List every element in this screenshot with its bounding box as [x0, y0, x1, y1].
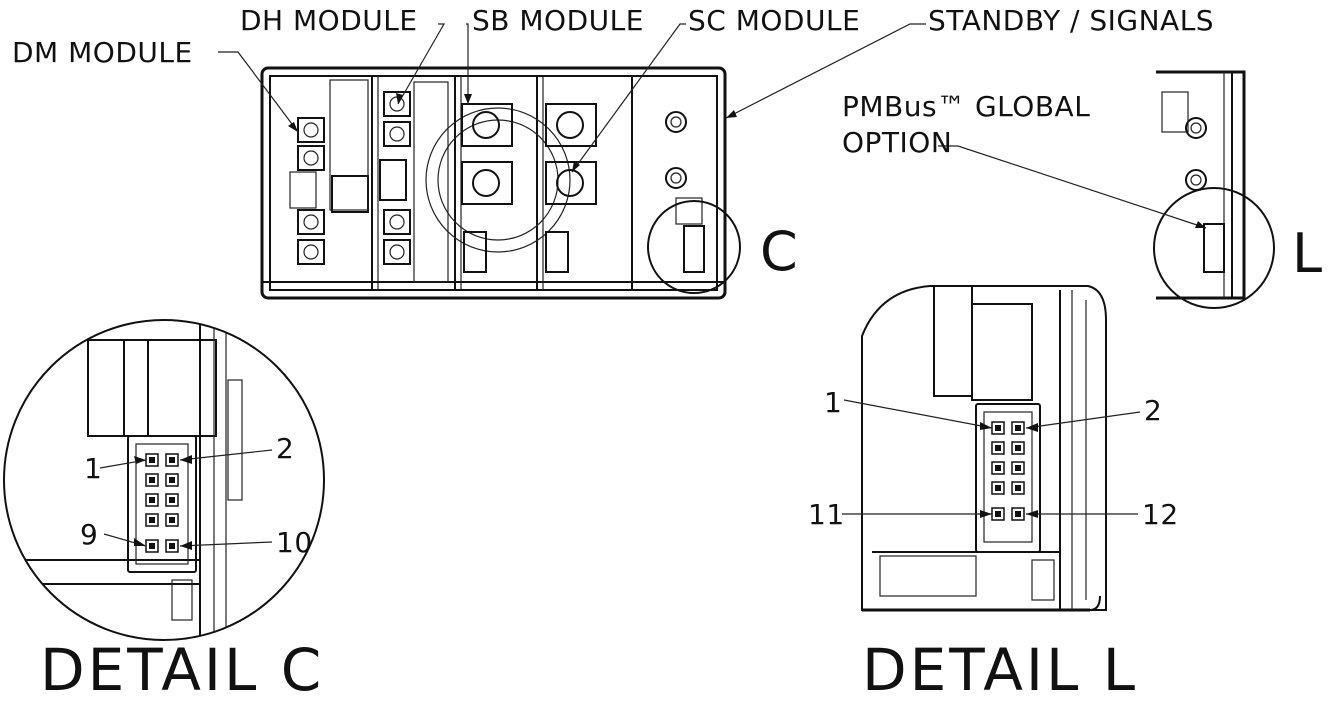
callout-leaders	[218, 23, 1207, 229]
detail-l-pin-12: 12	[1142, 498, 1179, 531]
standby-signals-area	[665, 111, 705, 273]
detail-c-marker-circle	[647, 200, 741, 294]
view-marker-l: L	[1292, 222, 1324, 285]
dh-module-terminals	[379, 81, 449, 283]
pmbus-option-label-line2: OPTION	[842, 126, 952, 159]
dm-module-label: DM MODULE	[12, 36, 193, 69]
pmbus-option-label-line1: PMBus™ GLOBAL	[842, 90, 1090, 123]
detail-l-pin-11: 11	[808, 498, 845, 531]
dm-module-terminals	[289, 79, 369, 265]
detail-l-title: DETAIL L	[862, 636, 1138, 699]
fan-outline	[425, 107, 571, 253]
view-marker-c: C	[760, 220, 800, 283]
partial-unit-view	[1153, 70, 1275, 309]
detail-c-pin-9: 9	[80, 518, 98, 551]
detail-c-title: DETAIL C	[40, 636, 324, 699]
sc-module-terminals	[545, 103, 597, 273]
detail-l-marker-circle	[1153, 187, 1275, 309]
detail-l-view	[842, 285, 1141, 612]
dh-module-label: DH MODULE	[240, 4, 418, 37]
detail-c-pin-10: 10	[276, 526, 313, 559]
sb-module-label: SB MODULE	[472, 4, 644, 37]
standby-signals-label: STANDBY / SIGNALS	[928, 4, 1214, 37]
sb-module-terminals	[461, 103, 513, 273]
detail-l-pin-2: 2	[1144, 394, 1162, 427]
detail-c-pin-1: 1	[84, 452, 102, 485]
detail-c-view	[3, 319, 325, 641]
detail-l-pin-1: 1	[824, 386, 842, 419]
power-supply-rear-view	[260, 66, 741, 300]
sc-module-label: SC MODULE	[688, 4, 860, 37]
detail-c-pin-2: 2	[276, 432, 294, 465]
